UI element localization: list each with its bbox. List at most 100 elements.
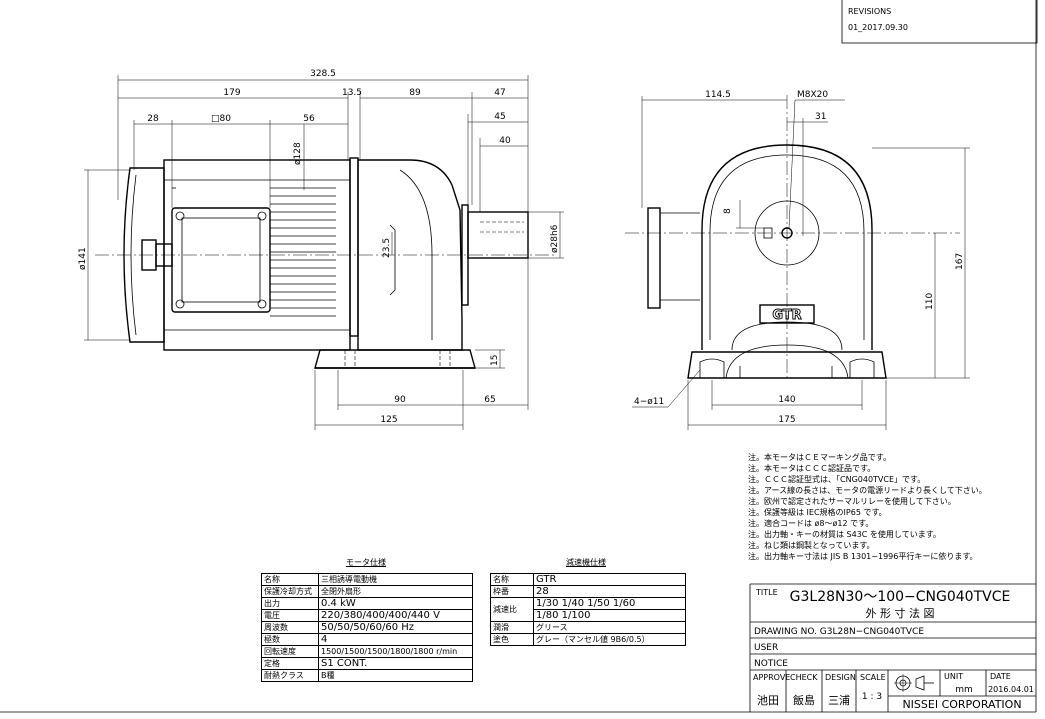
- front-dimensions: 114.5 M8X20 31 8 167 110 140 175: [632, 90, 970, 430]
- spec-label: 極数: [261, 633, 319, 646]
- spec-label: 回転速度: [261, 645, 319, 658]
- projection-symbol-icon: [894, 674, 934, 692]
- dim-shaft-dia: ø28h6: [550, 224, 560, 253]
- motor-spec-title: モータ仕様: [346, 558, 386, 567]
- side-view: 328.5 179 13.5 89 47 45 40 28 □80 56: [78, 69, 564, 430]
- date-value: 2016.04.01: [988, 685, 1034, 694]
- spec-label: 耐熱クラス: [261, 669, 319, 682]
- side-dimensions: 328.5 179 13.5 89 47 45 40 28 □80 56: [78, 69, 564, 430]
- note-item: 注。保護等級は IEC規格のIP65 です。: [748, 508, 887, 517]
- dim-gear-length: 89: [409, 88, 421, 98]
- scale-label: SCALE: [860, 673, 886, 682]
- title-subtitle: 外 形 寸 法 図: [866, 606, 935, 620]
- table-row: 潤滑グリース: [490, 621, 686, 634]
- title-label: TITLE: [755, 588, 778, 597]
- company-name: NISSEI CORPORATION: [902, 698, 1021, 711]
- note-item: 注。欧州で認定されたサーマルリレーを使用して下さい。: [748, 497, 956, 506]
- approve-label: APPROVE: [753, 673, 790, 682]
- note-item: 注。アース線の長さは、モータの電源リードより長くして下さい。: [748, 486, 987, 495]
- spec-value: B種: [318, 669, 473, 682]
- dim-motor-length: 179: [223, 88, 240, 98]
- output-boss: [754, 200, 820, 266]
- spec-label: 潤滑: [490, 621, 534, 634]
- dim-foot-height: 15: [490, 355, 500, 366]
- unit-value: mm: [955, 685, 973, 695]
- note-item: 注。出力軸キー寸法は JIS B 1301−1996平行キーに依ります。: [748, 552, 978, 561]
- motor-flange: [349, 157, 359, 337]
- output-shaft: [461, 204, 529, 306]
- table-row: 名称三相誘導電動機: [261, 573, 473, 586]
- note-item: 注。ＣＣＣ認証型式は、「CNG040TVCE」です。: [748, 475, 926, 484]
- unit-label: UNIT: [944, 672, 963, 681]
- cable-gland: [141, 239, 173, 271]
- gtr-logo: GTR: [759, 304, 815, 324]
- spec-label: 名称: [490, 573, 534, 586]
- note-item: 注。出力軸・キーの材質は S43C を使用しています。: [748, 530, 941, 539]
- revisions-entry: 01_2017.09.30: [848, 23, 908, 32]
- front-housing: [701, 144, 873, 350]
- logo-text: GTR: [772, 308, 801, 323]
- gearbox-foot: [314, 349, 476, 369]
- spec-value: 1500/1500/1500/1800/1800 r/min: [318, 645, 473, 658]
- dim-90: 90: [394, 395, 406, 405]
- dim-overall: 328.5: [310, 69, 336, 79]
- fan-cover: [123, 167, 165, 343]
- spec-label: 枠番: [490, 585, 534, 598]
- spec-value: 1/30 1/40 1/50 1/60: [533, 597, 686, 610]
- spec-label: 名称: [261, 573, 319, 586]
- dim-31: 31: [815, 112, 826, 122]
- dim-shaft-length: 47: [494, 88, 505, 98]
- gearbox-housing: [357, 159, 463, 351]
- motor-rear: [647, 207, 661, 309]
- drawing-number: DRAWING NO. G3L28N−CNG040TVCE: [754, 627, 924, 637]
- spec-label: 周波数: [261, 621, 319, 634]
- dim-key-8: 8: [723, 208, 733, 214]
- dim-167: 167: [955, 253, 965, 270]
- notes-list: 注。本モータはＣＥマーキング品です。 注。本モータはＣＣＣ認証品です。 注。ＣＣ…: [748, 452, 1044, 562]
- shaft-end: [781, 227, 793, 239]
- user-label: USER: [754, 643, 778, 653]
- date-label: DATE: [990, 672, 1011, 681]
- dim-125: 125: [380, 415, 397, 425]
- title-block: TITLE G3L28N30～100−CNG040TVCE 外 形 寸 法 図 …: [749, 583, 1036, 712]
- spec-value: グリース: [533, 621, 686, 634]
- dim-65: 65: [484, 395, 495, 405]
- spec-label: 減速比: [490, 597, 534, 622]
- cooling-fins: [172, 187, 336, 317]
- spec-value: 28: [533, 585, 686, 598]
- spec-value: 4: [318, 633, 473, 646]
- table-row: 保護冷却方式全閉外扇形: [261, 585, 473, 598]
- dim-flange: 13.5: [342, 88, 362, 98]
- front-view: GTR 114.5 M8X20 31 8 167 110 14: [625, 90, 970, 430]
- dim-dia141: ø141: [78, 247, 88, 270]
- design-label: DESIGN: [825, 673, 856, 682]
- spec-value: 0.4 kW: [318, 597, 473, 610]
- spec-value: 三相誘導電動機: [318, 573, 473, 586]
- notice-label: NOTICE: [754, 659, 788, 669]
- check-name: 飯島: [793, 693, 815, 707]
- dim-28: 28: [147, 114, 159, 124]
- revisions-label: REVISIONS: [848, 7, 891, 16]
- note-item: 注。ねじ類は鋼製となっています。: [748, 541, 875, 550]
- dim-175: 175: [778, 415, 795, 425]
- scale-value: 1 : 3: [862, 692, 882, 702]
- spec-label: 電圧: [261, 609, 319, 622]
- spec-value: GTR: [533, 573, 686, 586]
- dim-holes: 4−ø11: [634, 397, 664, 407]
- spec-label: 定格: [261, 657, 319, 670]
- spec-label: 塗色: [490, 633, 534, 646]
- note-item: 注。本モータはＣＥマーキング品です。: [748, 453, 891, 462]
- revisions-box: REVISIONS 01_2017.09.30: [841, 0, 1038, 44]
- dim-140: 140: [778, 395, 795, 405]
- reducer-spec-title: 減速機仕様: [566, 558, 606, 567]
